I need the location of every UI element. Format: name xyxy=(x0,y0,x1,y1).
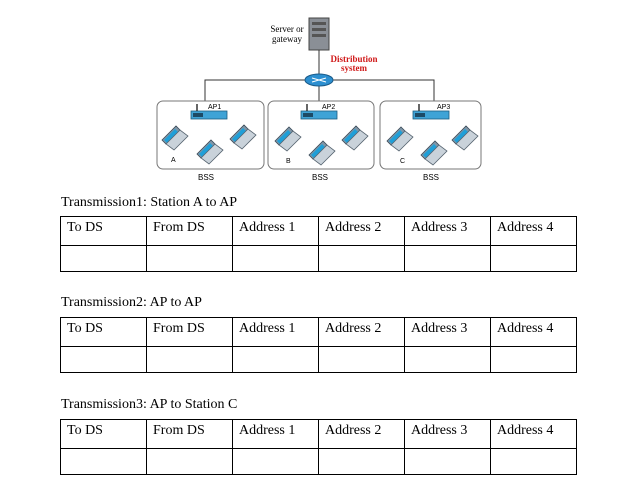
answer-cell[interactable] xyxy=(490,346,577,373)
header-address-1: Address 1 xyxy=(232,419,319,449)
header-address-4: Address 4 xyxy=(490,419,577,449)
answer-cell[interactable] xyxy=(490,448,577,475)
answer-cell[interactable] xyxy=(60,448,147,475)
bss-2-label: BSS xyxy=(312,173,328,182)
table-header-row: To DS From DS Address 1 Address 2 Addres… xyxy=(60,317,577,347)
bss-3: AP3 C BSS xyxy=(379,100,482,182)
header-address-2: Address 2 xyxy=(318,317,405,347)
header-address-4: Address 4 xyxy=(490,317,577,347)
header-address-2: Address 2 xyxy=(318,216,405,246)
header-from-ds: From DS xyxy=(146,317,233,347)
header-from-ds: From DS xyxy=(146,419,233,449)
answer-cell[interactable] xyxy=(146,245,233,272)
header-address-3: Address 3 xyxy=(404,419,491,449)
answer-cell[interactable] xyxy=(404,448,491,475)
answer-cell[interactable] xyxy=(318,448,405,475)
transmission3-caption: Transmission3: AP to Station C xyxy=(61,397,238,412)
station-c-label: C xyxy=(400,158,405,165)
station-b-label: B xyxy=(286,158,291,165)
distribution-label-line2: system xyxy=(341,63,367,73)
table-header-row: To DS From DS Address 1 Address 2 Addres… xyxy=(60,216,577,246)
server-icon xyxy=(308,17,330,51)
table-header-row: To DS From DS Address 1 Address 2 Addres… xyxy=(60,419,577,449)
answer-cell[interactable] xyxy=(404,346,491,373)
header-to-ds: To DS xyxy=(60,216,147,246)
distribution-link-left xyxy=(204,79,305,108)
header-to-ds: To DS xyxy=(60,419,147,449)
ap2-label: AP2 xyxy=(322,104,335,111)
network-diagram: Server or gateway Distribution system AP… xyxy=(156,17,482,182)
table-answer-row xyxy=(60,346,577,373)
answer-cell[interactable] xyxy=(318,245,405,272)
router-icon xyxy=(304,73,334,87)
answer-cell[interactable] xyxy=(146,448,233,475)
distribution-label-line1: Distribution xyxy=(330,54,377,64)
header-to-ds: To DS xyxy=(60,317,147,347)
distribution-link-right xyxy=(333,79,435,108)
bss-1: AP1 A BSS xyxy=(156,100,265,182)
header-address-3: Address 3 xyxy=(404,317,491,347)
table-answer-row xyxy=(60,448,577,475)
answer-cell[interactable] xyxy=(232,448,319,475)
header-address-3: Address 3 xyxy=(404,216,491,246)
answer-cell[interactable] xyxy=(232,245,319,272)
transmission1-caption: Transmission1: Station A to AP xyxy=(61,195,238,210)
answer-cell[interactable] xyxy=(146,346,233,373)
header-from-ds: From DS xyxy=(146,216,233,246)
answer-cell[interactable] xyxy=(60,245,147,272)
answer-cell[interactable] xyxy=(232,346,319,373)
answer-cell[interactable] xyxy=(318,346,405,373)
bss-3-label: BSS xyxy=(423,173,439,182)
transmission3-table: To DS From DS Address 1 Address 2 Addres… xyxy=(60,419,577,475)
transmission2-table: To DS From DS Address 1 Address 2 Addres… xyxy=(60,317,577,373)
header-address-2: Address 2 xyxy=(318,419,405,449)
transmission1-table: To DS From DS Address 1 Address 2 Addres… xyxy=(60,216,577,272)
answer-cell[interactable] xyxy=(404,245,491,272)
answer-cell[interactable] xyxy=(60,346,147,373)
server-label-line1: Server or xyxy=(270,24,303,34)
server-label-line2: gateway xyxy=(272,34,302,44)
bss-1-label: BSS xyxy=(198,173,214,182)
header-address-4: Address 4 xyxy=(490,216,577,246)
ap3-label: AP3 xyxy=(437,104,450,111)
header-address-1: Address 1 xyxy=(232,216,319,246)
table-answer-row xyxy=(60,245,577,272)
answer-cell[interactable] xyxy=(490,245,577,272)
transmission2-caption: Transmission2: AP to AP xyxy=(61,295,202,310)
ap1-label: AP1 xyxy=(208,104,221,111)
header-address-1: Address 1 xyxy=(232,317,319,347)
station-a-label: A xyxy=(171,157,176,164)
bss-2: AP2 B BSS xyxy=(267,100,375,182)
